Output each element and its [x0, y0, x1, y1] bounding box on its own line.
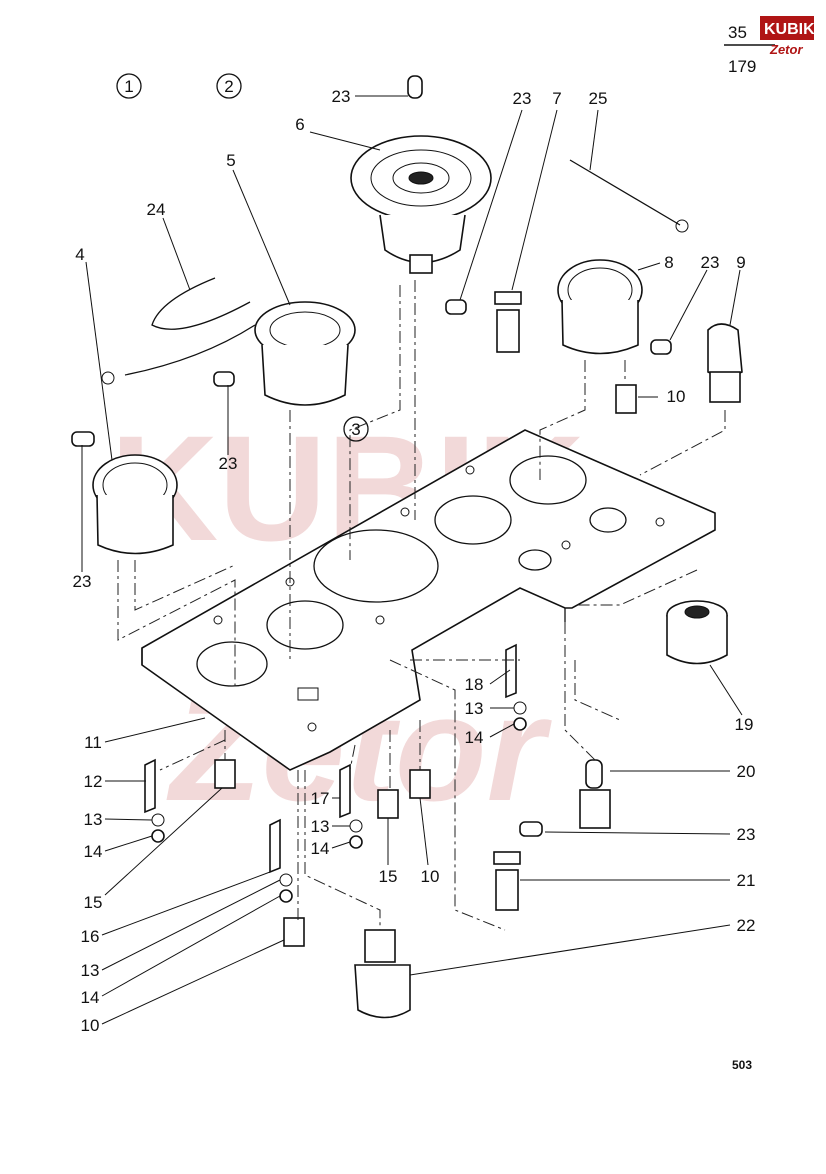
callout-13: 13 [311, 817, 330, 836]
callout-14: 14 [465, 728, 484, 747]
callout-4: 4 [75, 245, 84, 264]
page-number: 35 179 [724, 23, 775, 76]
callout-10: 10 [81, 1016, 100, 1035]
callout-23: 23 [737, 825, 756, 844]
callout-21: 21 [737, 871, 756, 890]
callout-13: 13 [465, 699, 484, 718]
callout-5: 5 [226, 151, 235, 170]
variant-1: 1 [116, 73, 142, 99]
callout-15: 15 [379, 867, 398, 886]
callout-25: 25 [589, 89, 608, 108]
footer-code: 503 [732, 1058, 752, 1072]
indicator-21 [493, 851, 521, 911]
callout-12: 12 [84, 772, 103, 791]
variant-2: 2 [216, 73, 242, 99]
switch-20 [579, 759, 611, 829]
callout-15: 15 [84, 893, 103, 912]
callout-7: 7 [552, 89, 561, 108]
gauge-6-speedometer [350, 135, 492, 274]
callout-24: 24 [147, 200, 166, 219]
logo-brand: KUBIK [764, 21, 815, 38]
variant-3-label: 3 [351, 420, 360, 439]
page-number-top: 35 [728, 23, 747, 42]
callout-13: 13 [84, 810, 103, 829]
callout-14: 14 [84, 842, 103, 861]
variant-1-label: 1 [124, 77, 133, 96]
indicator-7 [494, 291, 522, 353]
callout-17: 17 [311, 789, 330, 808]
callout-23: 23 [513, 89, 532, 108]
callout-10: 10 [667, 387, 686, 406]
callout-23: 23 [701, 253, 720, 272]
callout-14: 14 [311, 839, 330, 858]
callout-23: 23 [73, 572, 92, 591]
gauge-4 [92, 454, 178, 555]
callout-16: 16 [81, 927, 100, 946]
callout-8: 8 [664, 253, 673, 272]
callout-23: 23 [332, 87, 351, 106]
callout-22: 22 [737, 916, 756, 935]
variant-3: 3 [343, 416, 369, 442]
callout-labels: 23 6 23 7 25 5 24 4 8 23 9 10 23 23 18 1… [73, 87, 756, 1035]
cables [101, 159, 689, 385]
leader-lines [81, 95, 743, 1025]
callout-19: 19 [735, 715, 754, 734]
callout-23: 23 [219, 454, 238, 473]
logo-sub: Zetor [769, 42, 803, 57]
variant-2-label: 2 [224, 77, 233, 96]
assembly-guides [117, 280, 726, 931]
page-number-bottom: 179 [728, 57, 756, 76]
switch-22 [354, 929, 411, 1019]
switch-19 [666, 600, 728, 665]
dashboard-plate [141, 429, 716, 771]
callout-6: 6 [295, 115, 304, 134]
gauge-8 [557, 259, 643, 355]
callout-11: 11 [84, 733, 102, 752]
small-parts [71, 75, 672, 947]
callout-13: 13 [81, 961, 100, 980]
callout-9: 9 [736, 253, 745, 272]
switch-9 [707, 323, 743, 403]
gauge-5 [254, 301, 356, 406]
callout-10: 10 [421, 867, 440, 886]
logo: KUBIK Zetor [760, 16, 815, 57]
callout-20: 20 [737, 762, 756, 781]
callout-18: 18 [465, 675, 484, 694]
callout-14: 14 [81, 988, 100, 1007]
